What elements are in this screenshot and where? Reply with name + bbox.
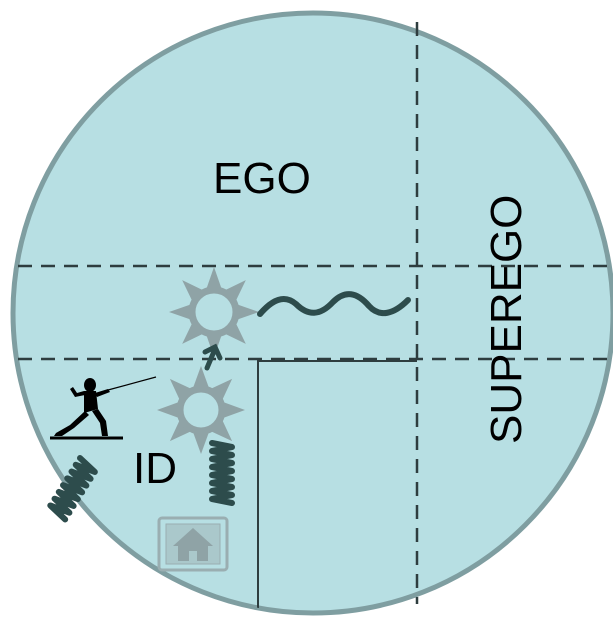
id-boundary-line (257, 360, 417, 613)
id-label: ID (133, 444, 177, 493)
ego-label: EGO (213, 154, 311, 203)
up-arrow-icon (202, 343, 223, 371)
wave-line (257, 291, 411, 317)
divider-lines (18, 22, 613, 604)
sun-icon (169, 267, 259, 357)
home-icon (157, 516, 229, 572)
fencer-icon (50, 376, 157, 440)
spring-icon (47, 455, 98, 523)
superego-label: SUPEREGO (482, 195, 531, 444)
spring-icon (209, 440, 235, 506)
sun-icon (157, 366, 245, 454)
